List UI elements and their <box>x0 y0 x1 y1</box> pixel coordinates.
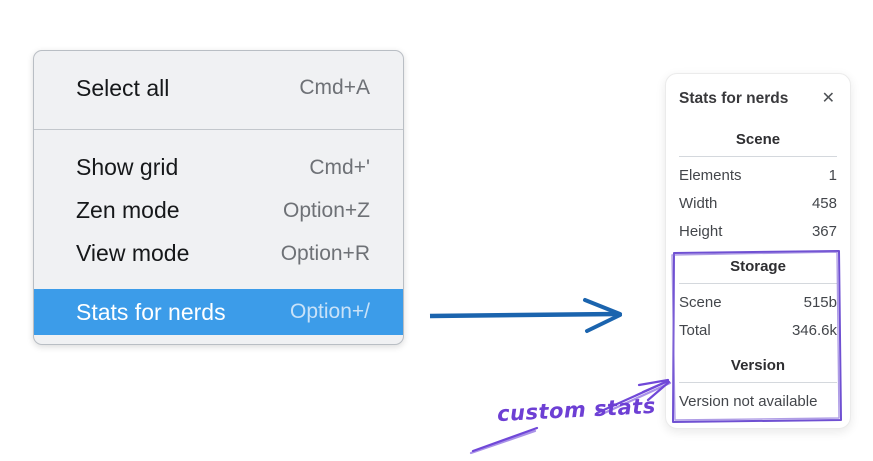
section-scene: Scene Elements 1 Width 458 Height 367 <box>679 131 837 246</box>
section-divider <box>679 156 837 157</box>
menu-item-shortcut: Option+Z <box>283 198 370 222</box>
menu-item-label: Zen mode <box>76 197 180 223</box>
stat-value: 458 <box>811 195 837 212</box>
menu-item-stats-for-nerds[interactable]: Stats for nerds Option+/ <box>34 289 403 335</box>
menu-item-shortcut: Option+/ <box>290 300 370 323</box>
stat-value: 1 <box>828 167 837 184</box>
stat-row: Width 458 <box>679 190 837 218</box>
sketch-arrow <box>469 378 672 455</box>
stat-value: 346.6k <box>791 322 837 339</box>
stat-row: Scene 515b <box>679 289 837 317</box>
stat-label: Elements <box>679 167 742 184</box>
stats-panel-header: Stats for nerds ✕ <box>679 89 837 109</box>
menu-item-label: Stats for nerds <box>76 298 226 325</box>
stat-label: Height <box>679 223 723 240</box>
section-storage: Storage Scene 515b Total 346.6k <box>679 258 837 345</box>
section-divider <box>679 283 837 284</box>
section-heading: Version <box>730 357 786 374</box>
stat-value: 367 <box>811 223 837 240</box>
menu-item-zen-mode[interactable]: Zen mode Option+Z <box>34 189 403 232</box>
menu-group-main: Show grid Cmd+' Zen mode Option+Z View m… <box>34 130 403 335</box>
stat-value: 515b <box>803 294 837 311</box>
menu-divider <box>34 129 403 130</box>
menu-item-label: Select all <box>76 74 170 101</box>
section-heading: Scene <box>735 131 781 148</box>
stat-label: Scene <box>679 294 722 311</box>
stats-panel: Stats for nerds ✕ Scene Elements 1 Width… <box>665 73 851 429</box>
stat-label: Width <box>679 195 718 212</box>
menu-item-label: View mode <box>76 240 190 266</box>
menu-item-show-grid[interactable]: Show grid Cmd+' <box>34 146 403 189</box>
stat-row: Height 367 <box>679 218 837 246</box>
menu-item-shortcut: Option+R <box>280 241 370 265</box>
panel-title: Stats for nerds <box>679 90 789 107</box>
menu-item-shortcut: Cmd+A <box>299 76 370 99</box>
menu-item-shortcut: Cmd+' <box>309 155 370 179</box>
annotation-label: custom stats <box>496 393 657 427</box>
stat-label: Total <box>679 322 711 339</box>
stat-row: Total 346.6k <box>679 317 837 345</box>
section-heading: Storage <box>730 258 786 275</box>
close-icon[interactable]: ✕ <box>821 90 835 107</box>
blue-arrow <box>429 298 622 333</box>
menu-item-select-all[interactable]: Select all Cmd+A <box>34 65 403 111</box>
menu-item-view-mode[interactable]: View mode Option+R <box>34 232 403 275</box>
menu-group-top: Select all Cmd+A <box>34 51 403 129</box>
version-note: Version not available <box>679 393 818 410</box>
stat-row: Elements 1 <box>679 162 837 190</box>
context-menu: Select all Cmd+A Show grid Cmd+' Zen mod… <box>33 50 404 345</box>
section-version: Version Version not available <box>679 357 837 416</box>
section-divider <box>679 382 837 383</box>
menu-item-label: Show grid <box>76 154 179 180</box>
